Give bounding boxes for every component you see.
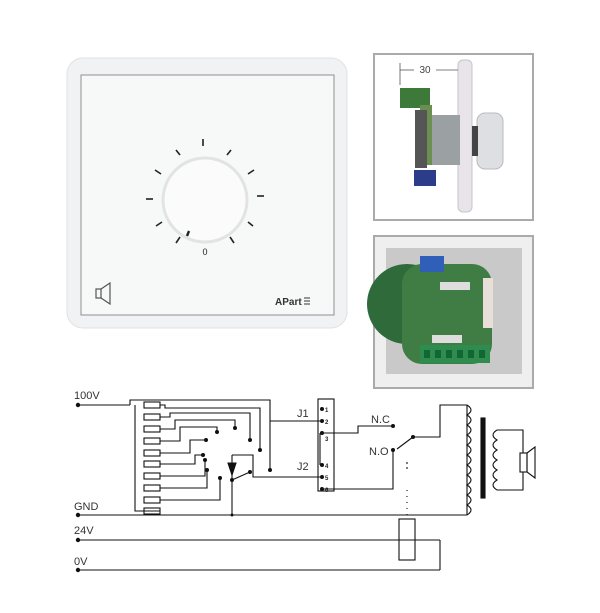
label-24v: 24V: [74, 525, 94, 537]
wiring-schematic: [75, 398, 536, 573]
schematic-labels: 100V GND 24V 0V J1 J2 1 2 3 4 5 6 N.C N.…: [74, 390, 390, 568]
loudspeaker-icon: [519, 445, 536, 480]
pin-2: 2: [325, 420, 329, 426]
label-100v: 100V: [74, 390, 100, 402]
label-gnd: GND: [74, 501, 99, 513]
label-nc: N.C: [371, 414, 390, 426]
pin-6: 6: [325, 488, 329, 494]
rear-view-photo: [367, 235, 534, 389]
transformer-core: [480, 417, 486, 499]
dimension-arrow: [399, 63, 458, 85]
terminal-block: [420, 345, 490, 363]
terminal-screws: [424, 350, 485, 358]
volume-knob[interactable]: [161, 156, 249, 244]
pin-4: 4: [325, 464, 329, 470]
brand-logo-bars: [304, 297, 310, 305]
label-j1: J1: [297, 408, 309, 420]
label-no: N.O: [369, 446, 389, 458]
pin-3: 3: [325, 437, 329, 443]
dial-zero-mark: 0: [202, 247, 207, 257]
dimension-label: 30: [419, 65, 431, 76]
label-j2: J2: [297, 461, 309, 473]
side-view-photo: 30: [373, 53, 534, 221]
terminal-strip: [317, 398, 335, 492]
speaker-icon: [95, 281, 111, 306]
relay-coil: [398, 518, 416, 561]
pin-5: 5: [325, 476, 329, 482]
dial-tick-marks: [146, 139, 264, 244]
relay-component: [420, 256, 444, 272]
pin-1: 1: [325, 408, 329, 414]
brand-logo: APart: [275, 297, 302, 308]
label-0v: 0V: [74, 556, 88, 568]
transformer-secondary: [492, 429, 499, 491]
resistor-ladder: [129, 399, 271, 515]
transformer-primary: [465, 404, 472, 516]
front-panel-photo: 0 APart: [66, 57, 348, 329]
